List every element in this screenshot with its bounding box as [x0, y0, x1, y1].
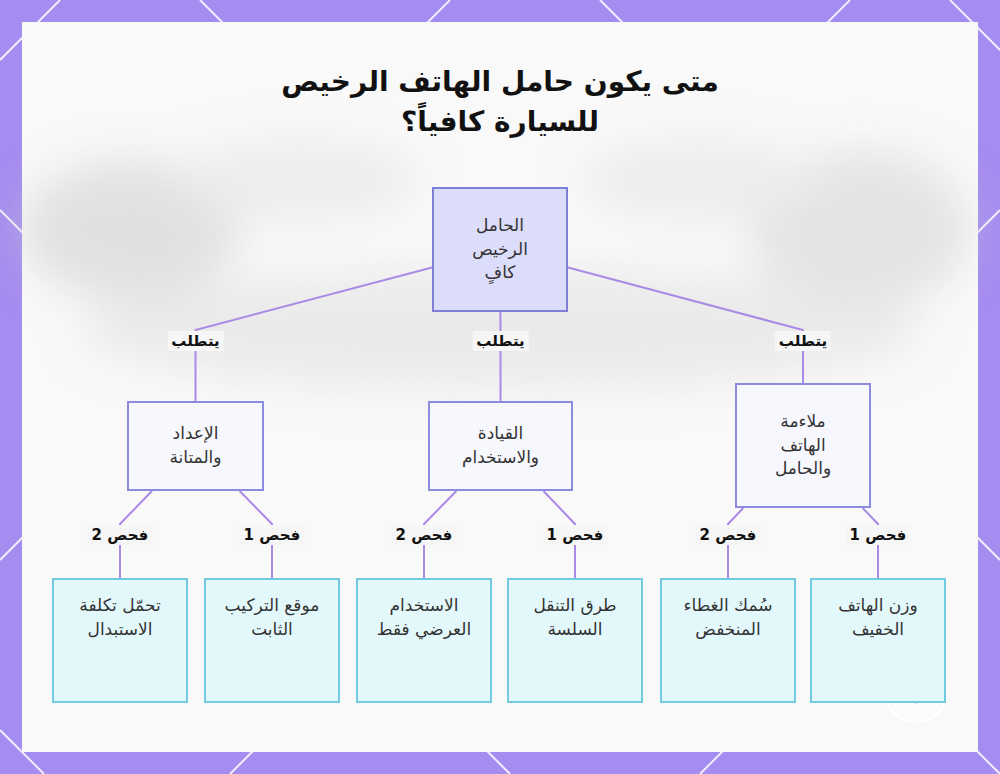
edge-label: يتطلب — [472, 331, 528, 351]
edge-label: فحص 1 — [543, 525, 608, 545]
check-box: طرق التنقل السلسة — [507, 578, 643, 703]
edge-label: فحص 2 — [696, 525, 761, 545]
node-label: وزن الهاتف الخفيف — [828, 594, 928, 642]
node-label: ملاءمة الهاتف والحامل — [755, 410, 851, 481]
diagram-title: متى يكون حامل الهاتف الرخيص للسيارة كافي… — [270, 62, 730, 142]
edge-label: يتطلب — [775, 331, 831, 351]
edge-label: فحص 2 — [88, 525, 153, 545]
check-box: الاستخدام العرضي فقط — [356, 578, 492, 703]
node-label: سُمك الغطاء المنخفض — [678, 594, 778, 642]
edge-label: فحص 2 — [392, 525, 457, 545]
connector-line — [499, 312, 501, 401]
check-box: وزن الهاتف الخفيف — [810, 578, 946, 703]
check-box: سُمك الغطاء المنخفض — [660, 578, 796, 703]
check-box: تحمّل تكلفة الاستبدال — [52, 578, 188, 703]
photo-blob — [580, 140, 820, 220]
connector-line — [568, 268, 803, 383]
edge-label: يتطلب — [167, 331, 223, 351]
root-box: الحامل الرخيص كافٍ — [432, 187, 568, 312]
node-label: تحمّل تكلفة الاستبدال — [70, 594, 170, 642]
category-box: الإعداد والمتانة — [127, 401, 264, 491]
photo-blob — [180, 140, 420, 220]
connector-line — [196, 267, 433, 401]
edge-label: فحص 1 — [846, 525, 911, 545]
edge-label: فحص 1 — [240, 525, 305, 545]
faded-photo — [20, 140, 970, 390]
title-area: متى يكون حامل الهاتف الرخيص للسيارة كافي… — [270, 62, 730, 142]
node-label: الاستخدام العرضي فقط — [374, 594, 474, 642]
check-box: موقع التركيب الثابت — [204, 578, 340, 703]
node-label: طرق التنقل السلسة — [525, 594, 625, 642]
category-box: القيادة والاستخدام — [428, 401, 573, 491]
content-panel — [22, 22, 978, 752]
node-label: القيادة والاستخدام — [448, 422, 553, 470]
node-label: الحامل الرخيص كافٍ — [460, 214, 540, 285]
node-label: الإعداد والمتانة — [147, 422, 244, 470]
node-label: موقع التركيب الثابت — [222, 594, 322, 642]
category-box: ملاءمة الهاتف والحامل — [735, 383, 871, 508]
